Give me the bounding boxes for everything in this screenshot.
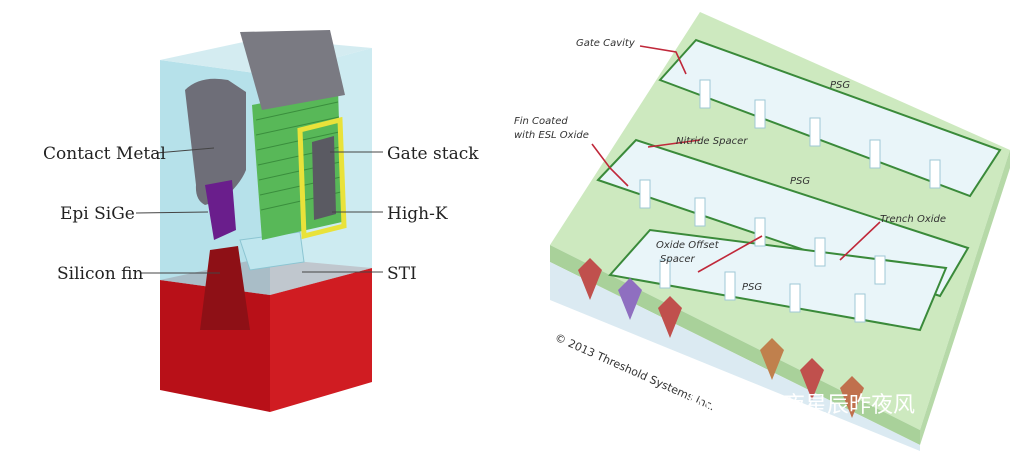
finfet-cross-section-diagram: Contact Metal Epi SiGe Silicon fin Gate … — [43, 30, 479, 412]
epi-sige — [205, 180, 236, 240]
label-contact-metal: Contact Metal — [43, 144, 166, 164]
leader-lines — [135, 147, 383, 274]
label-gate-cavity: Gate Cavity — [576, 38, 636, 49]
gate-cap — [240, 30, 345, 110]
label-sti: STI — [387, 264, 417, 284]
label-psg-bottom: PSG — [742, 282, 762, 293]
fin-dividers — [639, 79, 941, 323]
watermark: 知乎 @昨夜星辰昨夜风 — [688, 393, 915, 418]
label-silicon-fin: Silicon fin — [57, 264, 143, 284]
psg-block-side — [920, 150, 1010, 445]
label-fin-coated-1: Fin Coated — [514, 116, 568, 127]
substrate-block-side — [270, 268, 372, 412]
gate-cavity-panel: Gate Cavity Fin Coated with ESL Oxide Ni… — [510, 0, 1024, 451]
label-oxide-offset-1: Oxide Offset — [656, 240, 720, 251]
label-nitride-spacer: Nitride Spacer — [676, 136, 748, 147]
label-psg-middle: PSG — [790, 176, 810, 187]
label-fin-coated-2: with ESL Oxide — [514, 130, 589, 141]
front-face-band — [550, 262, 920, 451]
high-k-liner — [297, 116, 347, 240]
label-trench-oxide: Trench Oxide — [880, 214, 946, 225]
silicon-fin — [200, 246, 250, 330]
label-high-k: High-K — [387, 204, 448, 224]
gate-metal-core — [312, 136, 336, 220]
label-gate-stack: Gate stack — [387, 144, 479, 164]
annotation-arrows — [591, 45, 881, 273]
label-epi-sige: Epi SiGe — [60, 204, 135, 224]
contact-metal — [185, 78, 246, 205]
label-oxide-offset-2: Spacer — [660, 254, 695, 265]
front-diamonds — [578, 258, 864, 418]
finfet-cross-section-panel: Contact Metal Epi SiGe Silicon fin Gate … — [0, 0, 510, 451]
label-psg-top: PSG — [830, 80, 850, 91]
cavity-trench-1 — [658, 38, 1002, 198]
gate-cavity-diagram: Gate Cavity Fin Coated with ESL Oxide Ni… — [514, 12, 1010, 451]
psg-block-front — [550, 245, 920, 445]
